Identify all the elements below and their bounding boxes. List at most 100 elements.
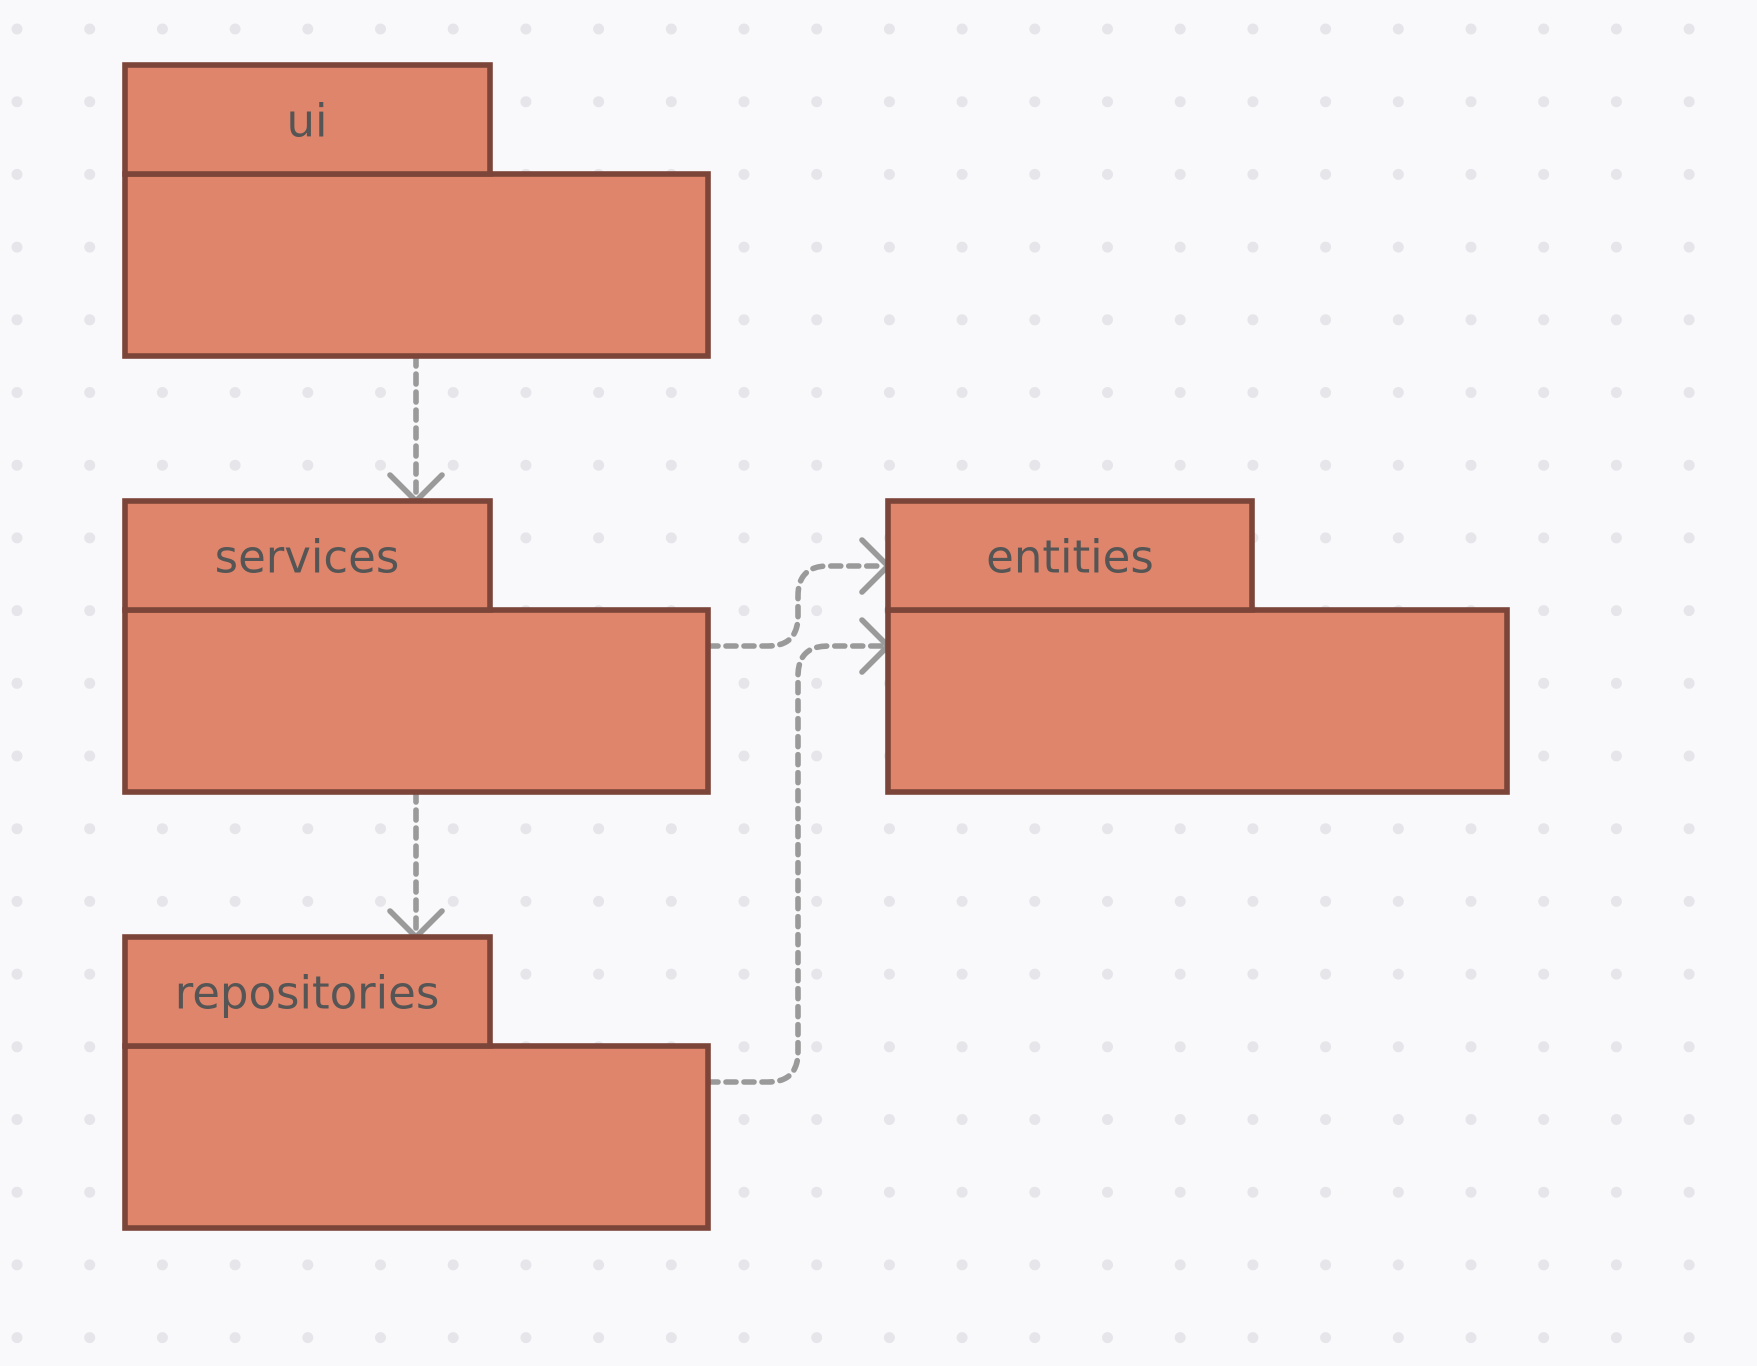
package-body[interactable] (885, 607, 1510, 795)
grid-dot (1320, 314, 1332, 326)
dependency-line[interactable] (705, 643, 887, 1085)
grid-dot (1538, 895, 1550, 907)
grid-dot (1465, 23, 1477, 35)
grid-dot (1683, 96, 1695, 108)
grid-dot (1174, 168, 1186, 180)
grid-dot (1610, 459, 1622, 471)
grid-dot (738, 1332, 750, 1344)
grid-dot (1683, 823, 1695, 835)
grid-dot (883, 895, 895, 907)
dependency-services-to-entities[interactable] (705, 537, 892, 649)
grid-dot (520, 459, 532, 471)
grid-dot (375, 23, 386, 35)
grid-dot (84, 314, 96, 326)
grid-dot (1102, 1332, 1113, 1344)
grid-dot (956, 1114, 968, 1125)
dependency-ui-to-services[interactable] (387, 353, 445, 505)
grid-dot (956, 1332, 968, 1344)
grid-dot (1683, 532, 1695, 544)
package-entities[interactable]: entities (885, 498, 1510, 795)
grid-dot (738, 968, 750, 980)
grid-dot (1102, 459, 1113, 471)
package-repositories[interactable]: repositories (122, 934, 711, 1231)
grid-dot (1610, 314, 1622, 326)
grid-dot (1029, 968, 1041, 980)
grid-dot (1320, 459, 1332, 471)
grid-dot (1683, 1114, 1695, 1125)
grid-dot (811, 895, 823, 907)
package-tab[interactable] (122, 62, 493, 177)
grid-dot (1320, 1186, 1332, 1198)
grid-dot (84, 1041, 96, 1053)
package-body[interactable] (122, 171, 711, 359)
grid-dot (447, 895, 459, 907)
package-services[interactable]: services (122, 498, 711, 795)
grid-dot (883, 1041, 895, 1053)
grid-dot (1683, 23, 1695, 35)
package-label: entities (986, 531, 1154, 584)
grid-dot (1610, 677, 1622, 689)
grid-dot (738, 387, 750, 398)
grid-dot (1465, 1259, 1477, 1271)
package-body[interactable] (122, 607, 711, 795)
grid-dot (1392, 1332, 1404, 1344)
grid-dot (84, 677, 96, 689)
grid-dot (593, 895, 605, 907)
grid-dot (1610, 1041, 1622, 1053)
grid-dot (1465, 968, 1477, 980)
grid-dot (1102, 168, 1113, 180)
grid-dot (375, 387, 386, 398)
grid-dot (1029, 241, 1041, 253)
grid-dot (1538, 1332, 1550, 1344)
grid-dot (11, 168, 23, 180)
grid-dot (1683, 605, 1695, 617)
grid-dot (883, 241, 895, 253)
grid-dot (1320, 241, 1332, 253)
grid-dot (811, 823, 823, 835)
package-ui[interactable]: ui (122, 62, 711, 359)
grid-dot (11, 605, 23, 617)
grid-dot (738, 895, 750, 907)
grid-dot (1029, 1259, 1041, 1271)
grid-dot (11, 23, 23, 35)
grid-dot (1465, 1186, 1477, 1198)
grid-dot (1392, 895, 1404, 907)
grid-dot (1683, 1186, 1695, 1198)
grid-dot (811, 605, 823, 617)
package-body[interactable] (122, 1043, 711, 1231)
grid-dot (84, 96, 96, 108)
grid-dot (1538, 96, 1550, 108)
grid-dot (956, 968, 968, 980)
dependency-line[interactable] (705, 563, 887, 649)
grid-dot (156, 23, 168, 35)
package-tab[interactable] (122, 498, 493, 613)
package-tab[interactable] (885, 498, 1255, 613)
grid-dot (811, 968, 823, 980)
grid-dot (1029, 314, 1041, 326)
grid-dot (1174, 1114, 1186, 1125)
grid-dot (11, 96, 23, 108)
grid-dot (229, 23, 241, 35)
grid-dot (375, 459, 386, 471)
grid-dot (738, 1114, 750, 1125)
grid-dot (738, 1259, 750, 1271)
grid-dot (1465, 96, 1477, 108)
grid-dot (1465, 387, 1477, 398)
grid-dot (1247, 23, 1259, 35)
grid-dot (1029, 168, 1041, 180)
grid-dot (1247, 1114, 1259, 1125)
grid-dot (1320, 23, 1332, 35)
package-tab[interactable] (122, 934, 493, 1049)
grid-dot (302, 1259, 314, 1271)
grid-dot (11, 1041, 23, 1053)
grid-dot (956, 241, 968, 253)
grid-dot (883, 823, 895, 835)
grid-dot (883, 1259, 895, 1271)
grid-dot (1174, 241, 1186, 253)
grid-dot (593, 532, 605, 544)
dependency-services-to-repositories[interactable] (387, 789, 445, 941)
grid-dot (1610, 168, 1622, 180)
package-label: repositories (175, 967, 440, 1020)
dependency-repositories-to-entities[interactable] (705, 617, 892, 1085)
